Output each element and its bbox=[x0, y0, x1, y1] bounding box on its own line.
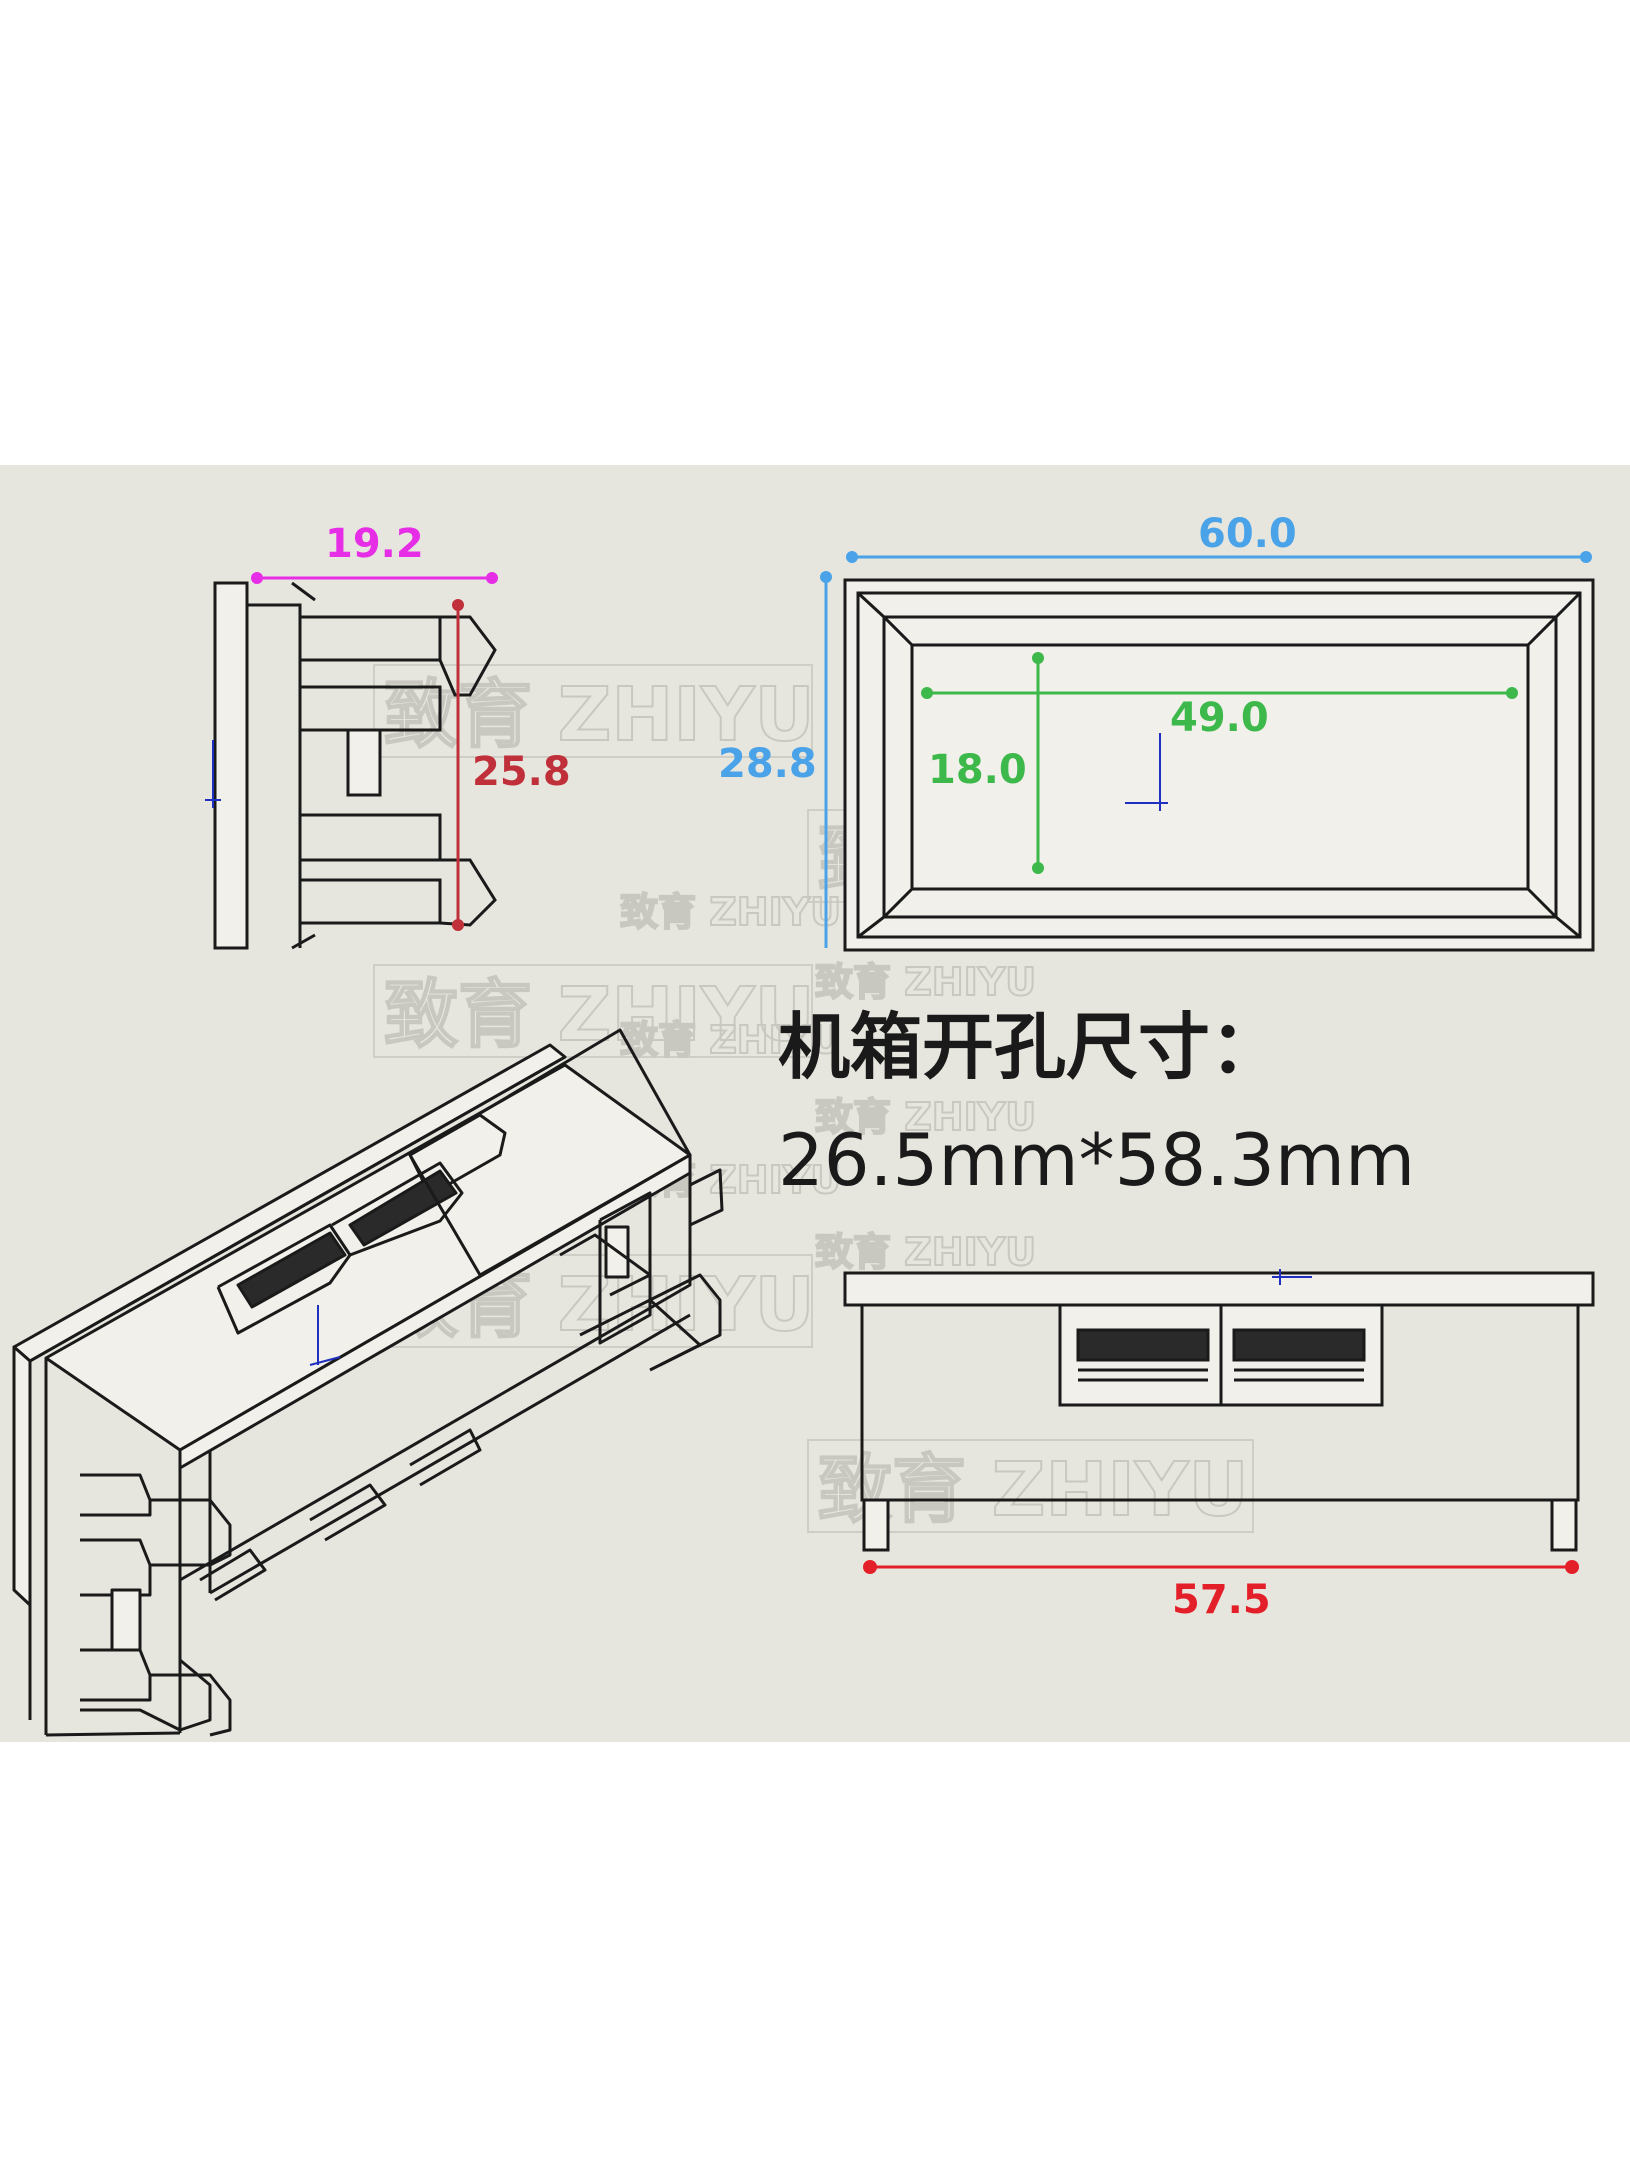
watermark-text: 致育 ZHIYU bbox=[620, 1018, 841, 1062]
front-view bbox=[843, 578, 1595, 952]
watermarks: 致育 ZHIYU 致育 ZHIYU 致育 ZHIYU 致育 ZHIYU 致育 Z… bbox=[373, 664, 1254, 1534]
window-width-dimension: 49.0 bbox=[921, 687, 1518, 741]
window-height-dimension: 18.0 bbox=[928, 652, 1044, 874]
watermark-text: 致育 ZHIYU bbox=[815, 1230, 1036, 1274]
window-width-label: 49.0 bbox=[1170, 695, 1269, 741]
bottom-view bbox=[843, 1269, 1595, 1552]
front-width-dimension: 60.0 bbox=[846, 511, 1592, 563]
side-height-dimension: 25.8 bbox=[452, 599, 571, 931]
bottom-width-dimension: 57.5 bbox=[863, 1560, 1579, 1623]
front-width-label: 60.0 bbox=[1198, 511, 1297, 557]
front-height-label: 28.8 bbox=[718, 741, 817, 787]
side-width-dimension: 19.2 bbox=[251, 521, 498, 584]
watermark-text: 致育 ZHIYU bbox=[384, 972, 815, 1058]
side-width-label: 19.2 bbox=[325, 521, 424, 567]
watermark-text: 致育 ZHIYU bbox=[815, 1095, 1036, 1139]
isometric-view bbox=[12, 1028, 724, 1737]
cutout-title: 机箱开孔尺寸： bbox=[778, 1005, 1282, 1089]
drawing-panel: 致育 ZHIYU 致育 ZHIYU 致育 ZHIYU 致育 ZHIYU 致育 Z… bbox=[0, 465, 1630, 1742]
cutout-note: 机箱开孔尺寸： 26.5mm*58.3mm bbox=[778, 1005, 1415, 1202]
bottom-width-label: 57.5 bbox=[1172, 1577, 1271, 1623]
front-height-dimension: 28.8 bbox=[718, 571, 832, 948]
watermark-text: 致育 ZHIYU bbox=[384, 672, 815, 758]
window-height-label: 18.0 bbox=[928, 747, 1027, 793]
cutout-value: 26.5mm*58.3mm bbox=[778, 1118, 1415, 1202]
side-height-label: 25.8 bbox=[472, 749, 571, 795]
watermark-text: 致育 ZHIYU bbox=[620, 890, 841, 934]
side-view bbox=[205, 581, 497, 950]
watermark-text: 致育 ZHIYU bbox=[815, 960, 1036, 1004]
technical-drawing: 致育 ZHIYU 致育 ZHIYU 致育 ZHIYU 致育 ZHIYU 致育 Z… bbox=[12, 511, 1595, 1737]
